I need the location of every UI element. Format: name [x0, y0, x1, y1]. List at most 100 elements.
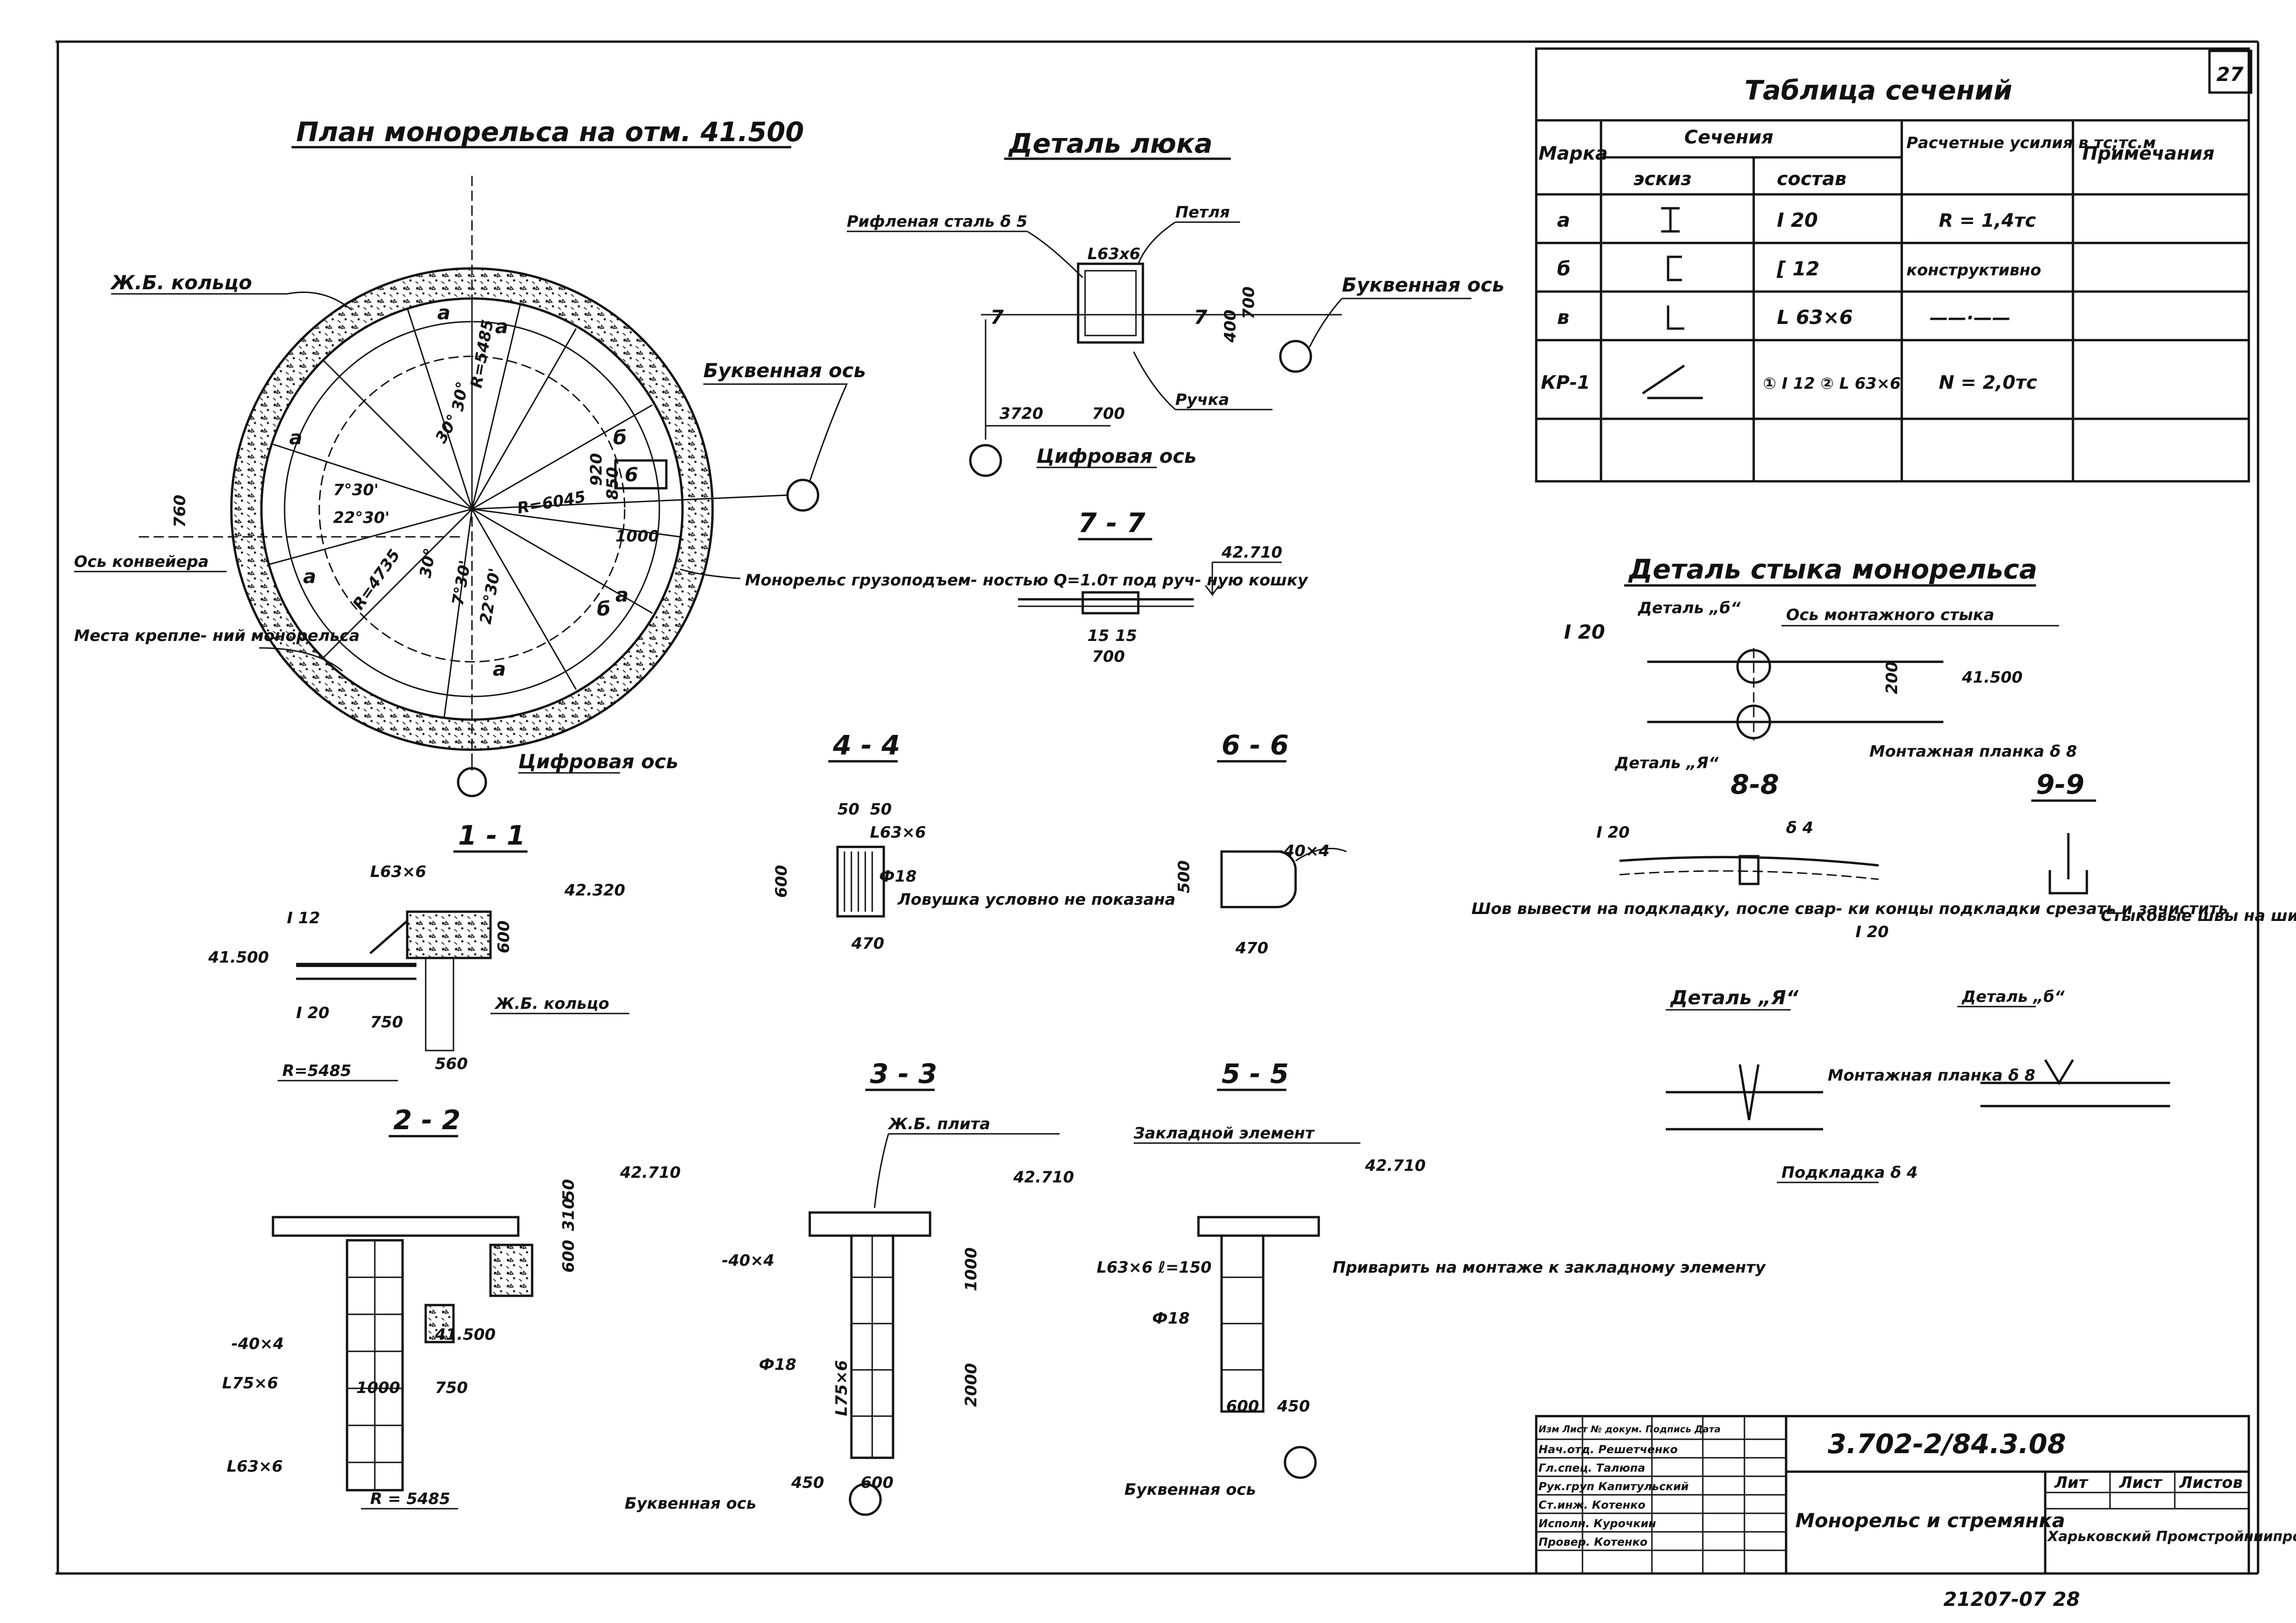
joint-i20: I 20	[1564, 621, 1605, 643]
s22-dim-50: 50	[559, 1179, 578, 1201]
stamp-hdr: Изм Лист № докум. Подпись Дата	[1539, 1424, 1720, 1435]
sheet-number: 27	[2216, 63, 2244, 86]
joint-s88: 8-8	[1731, 769, 1779, 800]
section-1-1: 1 - 1 42.320 41.500 Ж.Б. кольцо I 12 I 2…	[208, 820, 629, 1082]
s44-dim-470: 470	[851, 934, 884, 953]
s22-dim-1000: 1000	[356, 1379, 400, 1397]
row-a-mark: а	[1557, 209, 1570, 231]
mark-a2: a	[289, 426, 302, 449]
s22-elev-mid: 41.500	[434, 1325, 496, 1344]
joint-axis: Ось монтажного стыка	[1786, 606, 1994, 624]
s44-dim-50b: 50	[870, 800, 892, 819]
handle-label: Ручка	[1175, 391, 1229, 409]
table-h-mark: Марка	[1539, 143, 1608, 164]
row-c-force: ——·——	[1930, 307, 2011, 329]
s77-title: 7 - 7	[1078, 507, 1146, 539]
ring-label: Ж.Б. кольцо	[110, 271, 252, 294]
mark-a5: a	[615, 584, 628, 606]
stamp-row-2: Гл.спец. Талюпа	[1539, 1461, 1645, 1474]
s11-ang: L63×6	[370, 863, 426, 881]
s77-dim-700: 700	[1092, 647, 1125, 666]
sections-table: Таблица сечений Марка Сечения эскиз сост…	[1535, 47, 2250, 483]
section-3-3: 3 - 3 Ж.Б. плита 42.710 -40×4 L63×6 ℓ=15…	[625, 1058, 1211, 1516]
row-a-comp: I 20	[1777, 209, 1818, 231]
s33-ang2: L75×6	[832, 1360, 851, 1416]
s11-i20: I 20	[296, 1004, 329, 1022]
stamp-row-6: Провер. Котенко	[1539, 1536, 1648, 1548]
svg-text:6: 6	[625, 463, 638, 486]
mark-b2: б	[597, 597, 610, 620]
sketch-angle	[1667, 305, 1684, 330]
section-7-7: 7 - 7 42.710 15 15 700	[1018, 507, 1282, 666]
mark-a1: a	[495, 315, 508, 338]
s88-i20b: I 20	[1855, 923, 1889, 941]
title-block: Изм Лист № докум. Подпись Дата Нач.отд. …	[1535, 1415, 2296, 1575]
svg-text:7: 7	[1194, 306, 1208, 329]
s11-dim-560: 560	[435, 1055, 468, 1073]
joint-det6: Деталь „б“	[1638, 599, 1741, 617]
s55-embed: Закладной элемент	[1133, 1124, 1315, 1143]
mount-places: Места крепле- ний монорельса	[74, 627, 360, 645]
table-h-composition: состав	[1777, 168, 1846, 190]
sketch-channel	[1667, 255, 1682, 281]
s33-title: 3 - 3	[870, 1058, 937, 1089]
row-a-force: R = 1,4тс	[1939, 210, 2036, 231]
stamp-row-1: Нач.отд. Решетченко	[1539, 1443, 1678, 1456]
dim-3720: 3720	[999, 404, 1043, 423]
stamp-row-3: Рук.груп Капитульский	[1539, 1480, 1689, 1493]
s44-dim-600: 600	[772, 865, 791, 898]
monorail-note: Монорельс грузоподъем- ностью Q=1.0т под…	[745, 571, 1309, 590]
section-2-2: 2 - 2 42.710 41.500 -40×4 L75×6 L63×6 R …	[222, 1104, 681, 1510]
hatch-detail: Деталь люка Рифленая сталь δ 5 Петля Руч…	[847, 128, 1504, 477]
joint-title: Деталь стыка монорельса	[1628, 553, 2037, 585]
angle-1: 7°30'	[333, 481, 379, 499]
s22-plate: -40×4	[231, 1335, 284, 1353]
joint-detA: Деталь „Я“	[1669, 986, 1799, 1009]
s77-dim-15b: 15	[1115, 627, 1137, 645]
dim-850: 850	[603, 467, 622, 500]
sketch-i-beam	[1661, 207, 1680, 233]
s44-phi: Ф18	[879, 867, 917, 886]
mark-a4: a	[303, 565, 316, 588]
mark-a6: a	[437, 301, 450, 324]
riffled-steel: Рифленая сталь δ 5	[847, 212, 1027, 231]
joint-pad: Подкладка δ 4	[1781, 1163, 1917, 1182]
s11-dim-600: 600	[495, 920, 513, 953]
s44-ang: L63×6	[870, 823, 926, 842]
row-b-comp: [ 12	[1776, 257, 1819, 280]
sheet-frame: 27	[56, 40, 2259, 1575]
s22-elev-top: 42.710	[620, 1163, 681, 1182]
joint-det9: Деталь „Я“	[1614, 754, 1719, 772]
plan-cifr-os: Цифровая ось	[518, 750, 678, 773]
row-c-comp: L 63×6	[1777, 306, 1853, 329]
s66-dim-500: 500	[1175, 860, 1193, 893]
mark-a3: a	[493, 658, 506, 680]
s66-dim-470: 470	[1235, 939, 1268, 958]
hatch-cifr-os: Цифровая ось	[1036, 445, 1197, 467]
joint-detail: Деталь стыка монорельса I 20 Деталь „б“ …	[1471, 553, 2296, 1183]
stamp-row-5: Исполн. Курочкин	[1539, 1517, 1656, 1530]
s55-dim-600: 600	[1226, 1397, 1259, 1416]
plan-view: План монорельса на отм. 41.500	[74, 116, 1309, 797]
s88-d4: δ 4	[1786, 819, 1813, 837]
s55-bukv-os: Буквенная ось	[1124, 1480, 1256, 1499]
section-5-5: 5 - 5 Закладной элемент 42.710 Приварить…	[1124, 1058, 1766, 1499]
s11-title: 1 - 1	[458, 820, 525, 851]
joint-detB: Деталь „б“	[1961, 988, 2065, 1006]
s11-i12: I 12	[287, 909, 320, 927]
s88-i20a: I 20	[1596, 823, 1630, 842]
joint-s99: 9-9	[2036, 769, 2085, 800]
s11-r: R=5485	[282, 1062, 351, 1080]
joint-butt-note: Стыковые швы на ширине 30мм зачистить за…	[2101, 907, 2296, 925]
dim-700b: 700	[1240, 286, 1258, 319]
s66-title: 6 - 6	[1222, 729, 1289, 761]
mark-b1: б	[613, 426, 627, 449]
sketch-kr1	[1642, 364, 1703, 399]
table-h-sketch: эскиз	[1633, 168, 1692, 190]
s11-elev-bot: 41.500	[208, 948, 269, 967]
hatch-title: Деталь люка	[1008, 128, 1212, 159]
s33-bukv-os: Буквенная ось	[625, 1494, 756, 1513]
s77-dim-15a: 15	[1087, 627, 1109, 645]
s55-title: 5 - 5	[1222, 1058, 1289, 1089]
joint-plank2: Монтажная планка δ 8	[1828, 1066, 2035, 1085]
